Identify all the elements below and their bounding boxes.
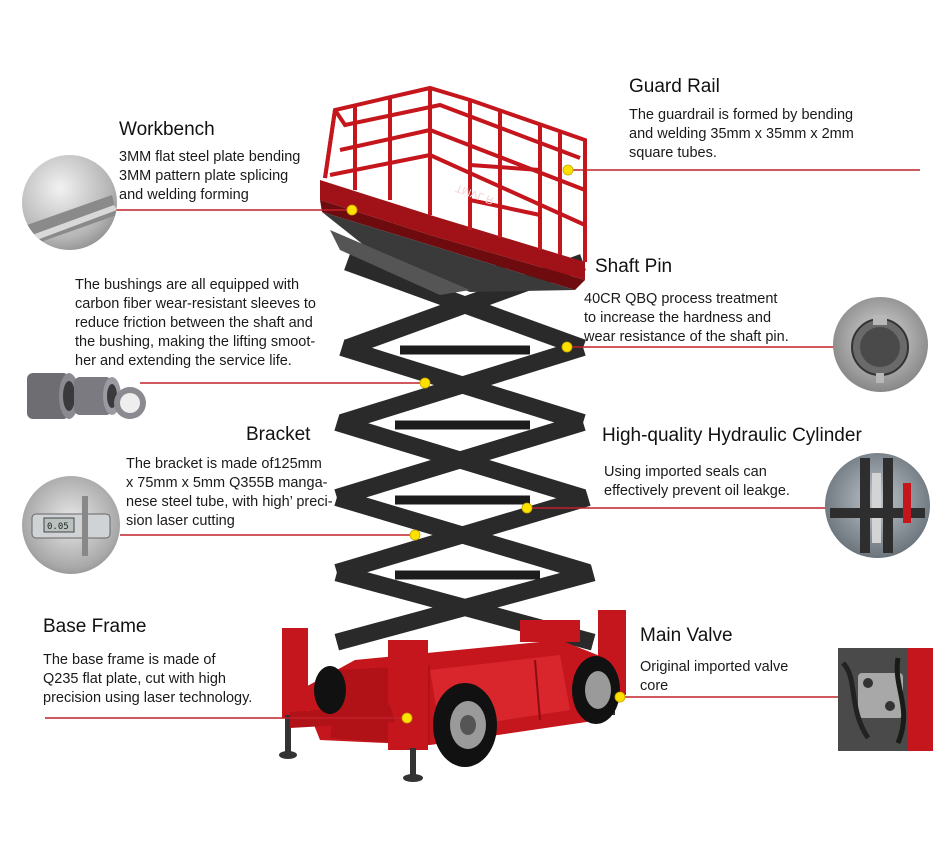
marker-dot-main-valve <box>614 691 626 703</box>
main-valve-title: Main Valve <box>640 625 733 646</box>
bushings-description: The bushings are all equipped with carbo… <box>75 277 316 369</box>
marker-dot-bracket <box>409 529 421 541</box>
shaft-pin-photo-icon <box>833 297 928 392</box>
scissor-arms <box>334 254 596 651</box>
marker-dot-hydraulic <box>521 502 533 514</box>
main-valve-description: Original imported valve core <box>640 659 789 694</box>
svg-text:0.05: 0.05 <box>47 522 69 532</box>
base-frame-title: Base Frame <box>43 616 147 637</box>
marker-dot-guard-rail <box>562 164 574 176</box>
marker-dot-shaft-pin <box>561 341 573 353</box>
caliper-measurement-photo-icon: 0.05 <box>22 476 120 574</box>
valve-core-photo-icon <box>838 648 933 751</box>
base-chassis <box>279 610 626 782</box>
shaft-pin-description: 40CR QBQ process treatment to increase t… <box>584 291 789 345</box>
hydraulic-cylinder-description: Using imported seals can effectively pre… <box>604 464 790 499</box>
steel-plate-photo-icon <box>22 155 117 250</box>
hydraulic-cylinder-title: High-quality Hydraulic Cylinder <box>602 425 862 446</box>
shaft-pin-title: Shaft Pin <box>595 256 673 277</box>
base-frame-description: The base frame is made of Q235 flat plat… <box>43 652 253 706</box>
platform <box>320 180 585 295</box>
bushing-sleeves-photo-icon <box>22 355 147 430</box>
hydraulic-cylinder-photo-icon <box>825 453 930 558</box>
marker-dot-bushings <box>419 377 431 389</box>
guard-rail-frame <box>323 85 587 262</box>
guard-rail-title: Guard Rail <box>629 76 720 97</box>
workbench-description: 3MM flat steel plate bending 3MM pattern… <box>119 149 301 203</box>
guard-rail-description: The guardrail is formed by bending and w… <box>629 107 854 161</box>
workbench-title: Workbench <box>119 119 215 140</box>
marker-dot-workbench <box>346 204 358 216</box>
bracket-title: Bracket <box>246 424 311 445</box>
marker-dot-base-frame <box>401 712 413 724</box>
bracket-description: The bracket is made of125mm x 75mm x 5mm… <box>126 456 333 529</box>
